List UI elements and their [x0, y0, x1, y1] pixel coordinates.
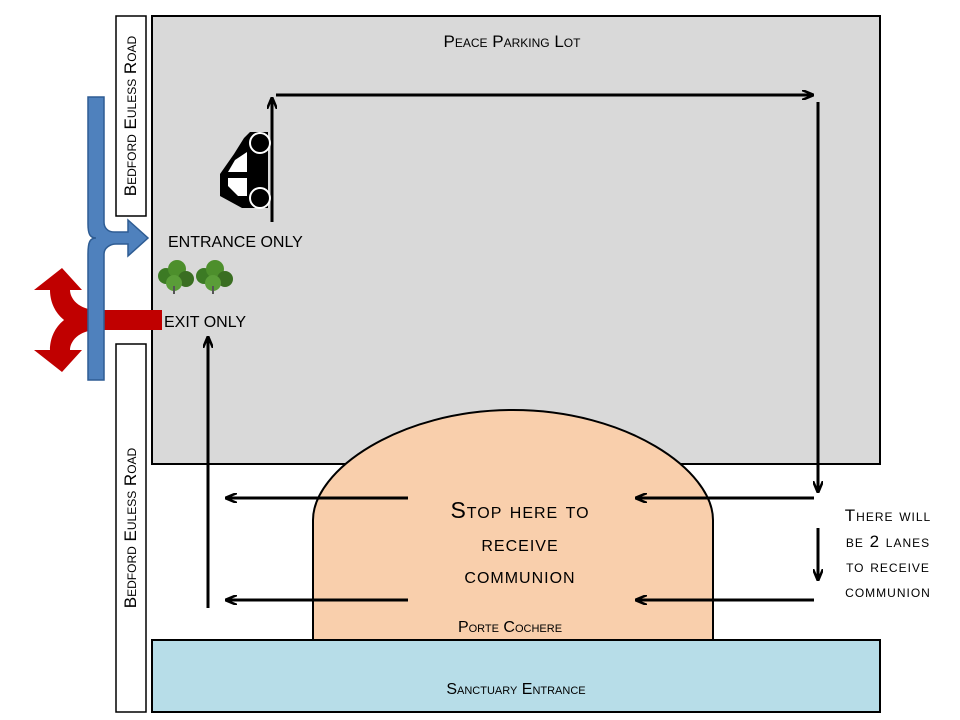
shrub-icon: [158, 260, 194, 294]
shrub-icon: [196, 260, 233, 294]
exit-arrow: [34, 268, 162, 372]
road-upper: [115, 15, 147, 217]
road-lower: [115, 343, 147, 713]
porte-cochere-label: Porte Cochere: [458, 619, 562, 636]
car-icon: [220, 132, 271, 209]
road-upper-label: Bedford Euless Road: [121, 35, 140, 196]
sanctuary: [151, 639, 881, 713]
lanes-note-line-4: communion: [845, 582, 931, 601]
lanes-note-line-2: be 2 lanes: [846, 532, 930, 551]
stop-line-2: receive: [481, 530, 558, 556]
parking-lot-label: Peace Parking Lot: [444, 32, 582, 51]
sanctuary-label: Sanctuary Entrance: [446, 681, 585, 698]
stop-line-1: Stop here to: [450, 497, 589, 523]
stop-line-3: communion: [464, 562, 575, 588]
porte-cochere: [312, 408, 714, 641]
exit-label: EXIT ONLY: [164, 314, 246, 331]
entrance-arrow: [87, 96, 150, 381]
entrance-label: ENTRANCE ONLY: [168, 234, 303, 251]
lanes-note-line-1: There will: [845, 506, 931, 525]
road-lower-label: Bedford Euless Road: [121, 447, 140, 608]
lanes-note-line-3: to receive: [846, 557, 930, 576]
parking-lot: [151, 15, 881, 465]
